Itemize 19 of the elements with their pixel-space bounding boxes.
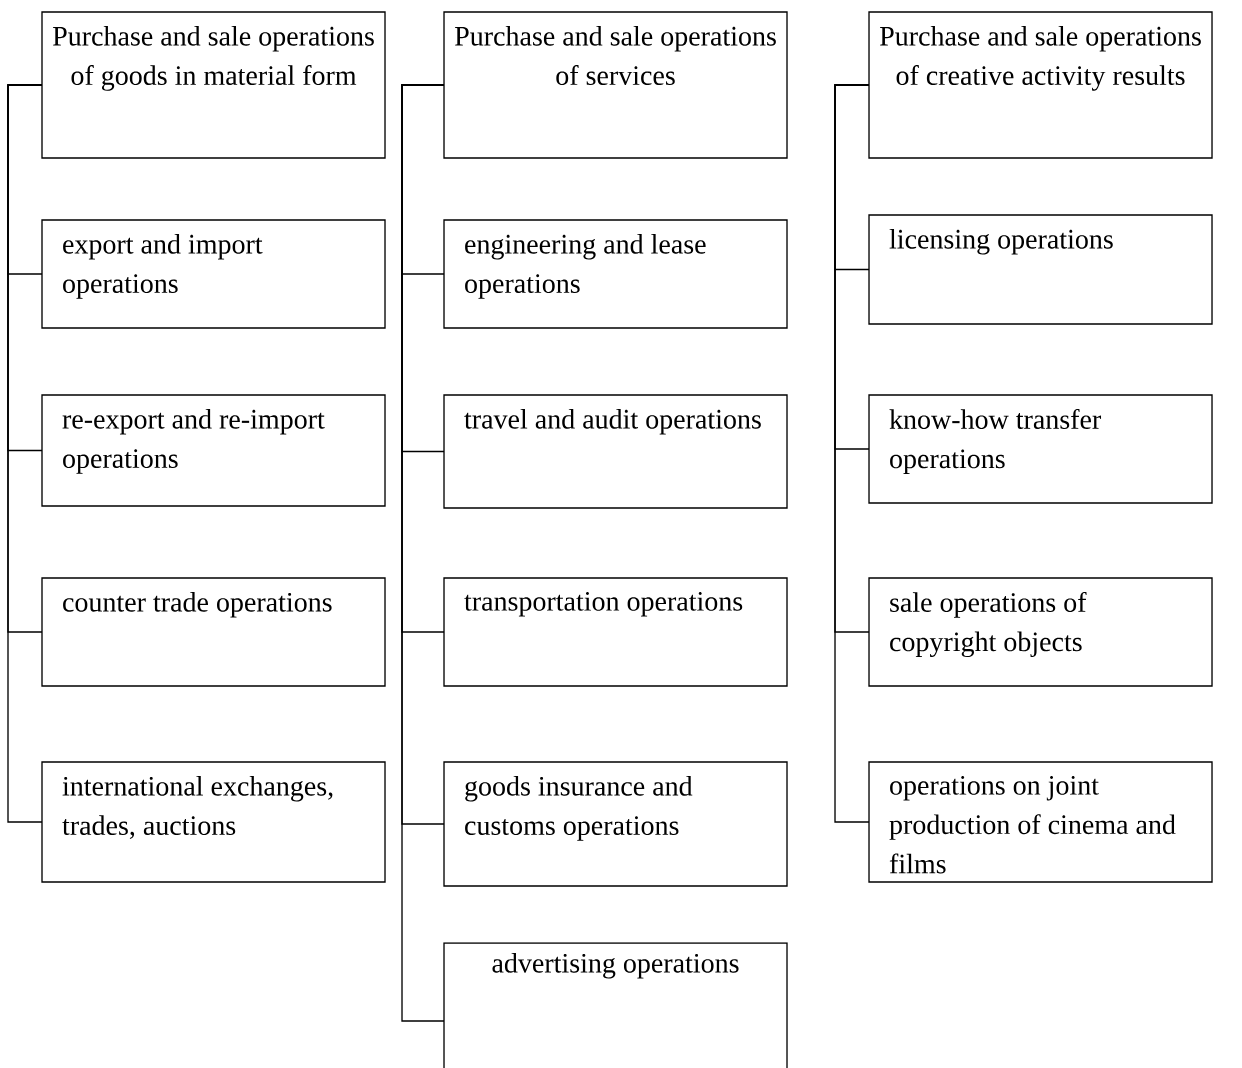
connector xyxy=(834,84,870,823)
connector xyxy=(7,84,43,823)
box: re-export and re-import operations xyxy=(41,394,386,507)
box: know-how transfer operations xyxy=(868,394,1213,504)
box: export and import operations xyxy=(41,219,386,329)
box: advertising operations xyxy=(443,942,788,1068)
box: goods insurance and customs operations xyxy=(443,761,788,887)
box: international exchanges, trades, auctions xyxy=(41,761,386,883)
box: travel and audit operations xyxy=(443,394,788,509)
connector xyxy=(401,84,445,1022)
box: Purchase and sale operations of services xyxy=(443,11,788,159)
box: engineering and lease operations xyxy=(443,219,788,329)
box: sale operations of copyright objects xyxy=(868,577,1213,687)
box: counter trade operations xyxy=(41,577,386,687)
box: transportation operations xyxy=(443,577,788,687)
box: Purchase and sale operations of goods in material form xyxy=(41,11,386,159)
box: Purchase and sale operations of creative activity results xyxy=(868,11,1213,159)
box: operations on joint production of cinema and films xyxy=(868,761,1213,883)
box: licensing operations xyxy=(868,214,1213,325)
